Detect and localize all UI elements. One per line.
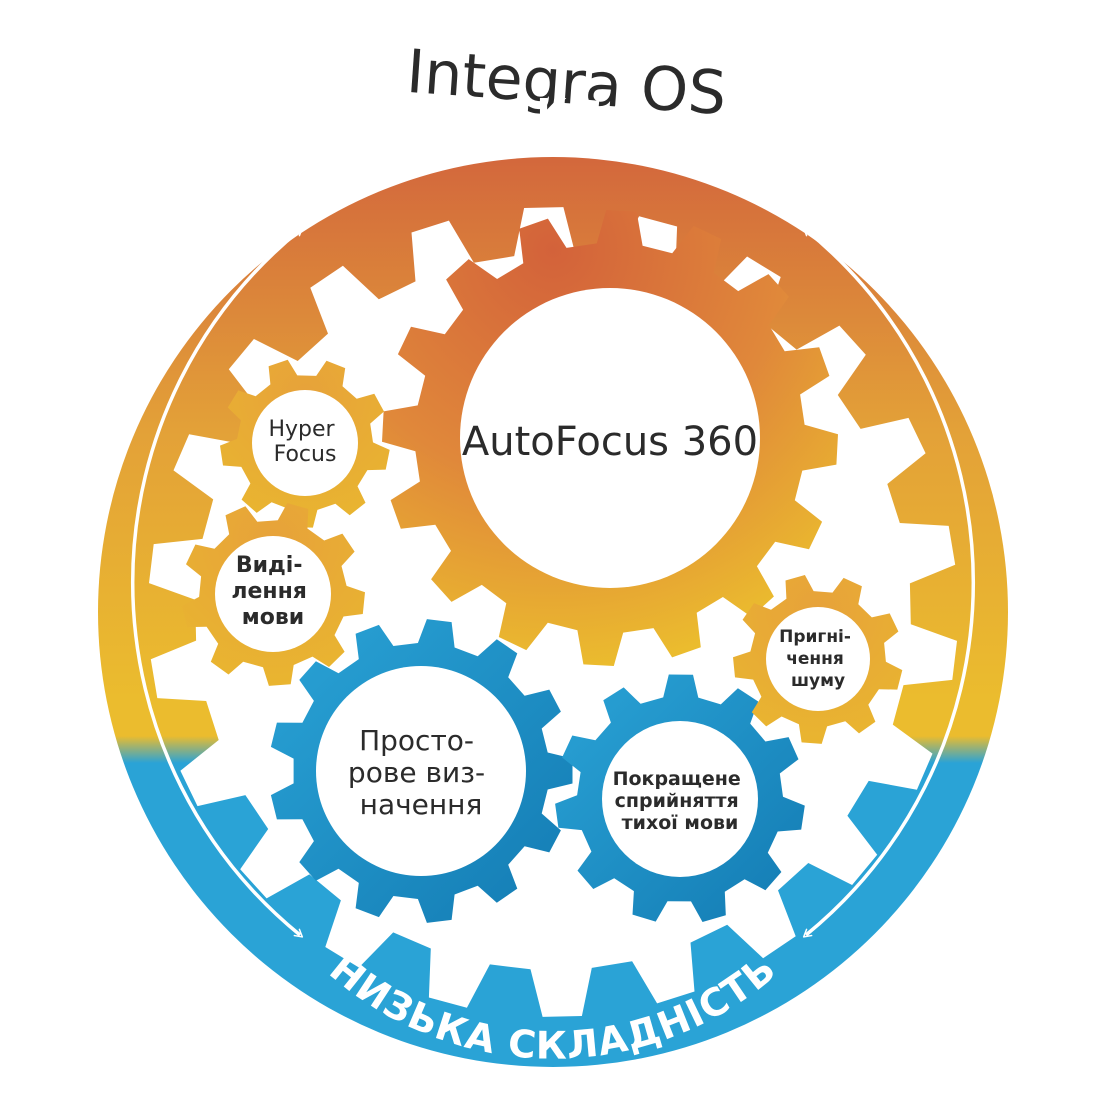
gear-hyperfocus-label: Hyper Focus	[268, 417, 341, 467]
gear-soft-speech-label: Покращене сприйняття тихої мови	[613, 768, 748, 834]
gear-hyperfocus-hub	[252, 390, 358, 496]
gear-spatial-label: Просто- рове виз- начення	[348, 724, 494, 821]
gear-noise-reduction-label: Пригні- чення шуму	[779, 627, 857, 691]
gear-soft-speech-hub	[602, 721, 758, 877]
gear-autofocus: AutoFocus 360	[382, 210, 838, 666]
gear-spatial: Просто- рове виз- начення	[270, 619, 573, 923]
gear-speech-detection-hub	[215, 536, 331, 652]
right-double-arrow	[802, 227, 976, 938]
gear-soft-speech: Покращене сприйняття тихої мови	[555, 674, 805, 922]
gear-hyperfocus: Hyper Focus	[220, 359, 390, 528]
gear-autofocus-label: AutoFocus 360	[462, 419, 758, 465]
gear-noise-reduction: Пригні- чення шуму	[733, 575, 903, 744]
gear-speech-detection: Виді- лення мови	[181, 503, 365, 686]
gear-spatial-hub	[316, 666, 526, 876]
left-double-arrow	[130, 227, 304, 938]
gear-speech-detection-label: Виді- лення мови	[231, 553, 314, 630]
gear-noise-reduction-hub	[766, 607, 870, 711]
gear-autofocus-hub	[460, 288, 760, 588]
